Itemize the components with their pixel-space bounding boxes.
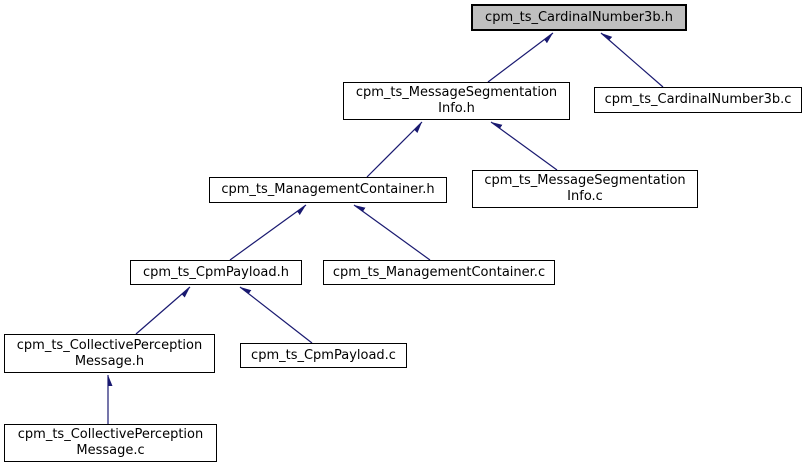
node-cpm-ts-collective-perception-message-c[interactable]: cpm_ts_CollectivePerception Message.c: [4, 424, 217, 462]
node-label: cpm_ts_CollectivePerception Message.c: [17, 427, 204, 458]
node-cpm-ts-management-container-h[interactable]: cpm_ts_ManagementContainer.h: [209, 177, 447, 203]
edge-management-container-h-to-message-segmentation-info-h: [366, 121, 423, 178]
edge-cpm-payload-h-to-management-container-h: [229, 204, 307, 261]
node-label: cpm_ts_ManagementContainer.h: [221, 182, 435, 197]
node-label: cpm_ts_CardinalNumber3b.c: [604, 92, 792, 107]
node-label: cpm_ts_MessageSegmentation Info.h: [355, 85, 558, 116]
node-label: cpm_ts_CpmPayload.h: [143, 264, 289, 280]
node-cpm-ts-cardinal-number-3b-c[interactable]: cpm_ts_CardinalNumber3b.c: [594, 87, 802, 113]
node-label: cpm_ts_MessageSegmentation Info.c: [484, 173, 686, 204]
node-cpm-ts-message-segmentation-info-c[interactable]: cpm_ts_MessageSegmentation Info.c: [472, 170, 698, 208]
edge-message-segmentation-info-h-to-cardinal-number-3b-h: [487, 32, 554, 83]
node-label: cpm_ts_ManagementContainer.c: [332, 264, 546, 280]
node-label: cpm_ts_CpmPayload.c: [251, 347, 396, 363]
node-label: cpm_ts_CardinalNumber3b.h: [485, 9, 673, 25]
node-cpm-ts-cardinal-number-3b-h: cpm_ts_CardinalNumber3b.h: [471, 4, 687, 31]
node-cpm-ts-management-container-c[interactable]: cpm_ts_ManagementContainer.c: [323, 260, 555, 285]
node-label: cpm_ts_CollectivePerception Message.h: [16, 337, 203, 369]
edge-message-segmentation-info-c-to-message-segmentation-info-h: [490, 121, 558, 171]
edge-cpm-payload-c-to-cpm-payload-h: [239, 286, 313, 344]
edge-collective-perception-message-h-to-cpm-payload-h: [135, 286, 191, 335]
node-cpm-ts-collective-perception-message-h[interactable]: cpm_ts_CollectivePerception Message.h: [4, 334, 215, 373]
node-cpm-ts-cpm-payload-h[interactable]: cpm_ts_CpmPayload.h: [130, 260, 302, 285]
edge-cardinal-number-3b-c-to-cardinal-number-3b-h: [600, 32, 664, 88]
node-cpm-ts-message-segmentation-info-h[interactable]: cpm_ts_MessageSegmentation Info.h: [343, 82, 570, 120]
node-cpm-ts-cpm-payload-c[interactable]: cpm_ts_CpmPayload.c: [240, 343, 407, 368]
edge-management-container-c-to-management-container-h: [353, 204, 431, 261]
